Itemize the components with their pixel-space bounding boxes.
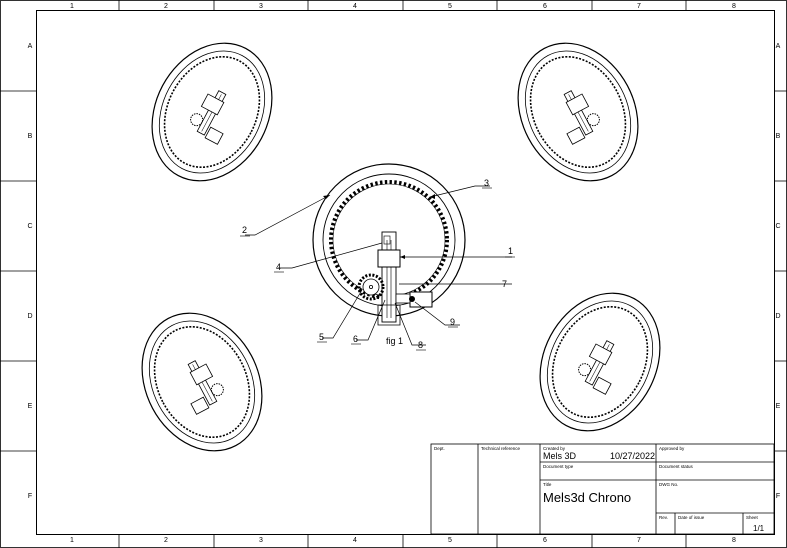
technical-reference-label: Technical reference [481, 446, 521, 451]
title-block [430, 443, 775, 535]
column-label-bottom-8: 8 [732, 537, 736, 544]
column-label-top-1: 1 [70, 3, 74, 10]
row-label-left-e: E [28, 403, 33, 410]
row-label-left-d: D [27, 313, 32, 320]
column-ticks [118, 0, 687, 548]
rev-label: Rev. [659, 515, 668, 520]
iso-view-top-left [127, 21, 297, 203]
callout-4: 4 [276, 262, 281, 272]
inner-frame [36, 10, 775, 535]
row-label-left-b: B [28, 133, 33, 140]
approved-by-label: Approved by [659, 446, 685, 451]
iso-view-bottom-right [515, 271, 685, 453]
column-label-bottom-3: 3 [259, 537, 263, 544]
column-label-top-6: 6 [543, 3, 547, 10]
row-ticks [0, 90, 787, 452]
gear-teeth-ring [329, 180, 449, 300]
column-label-top-7: 7 [637, 3, 641, 10]
row-label-right-a: A [776, 43, 781, 50]
column-label-bottom-7: 7 [637, 537, 641, 544]
callout-3: 3 [484, 178, 489, 188]
leader-lines [245, 185, 512, 346]
column-label-bottom-4: 4 [353, 537, 357, 544]
column-label-top-5: 5 [448, 3, 452, 10]
created-date-value: 10/27/2022 [610, 451, 655, 461]
callout-underlines [240, 187, 515, 351]
leader-arrows [323, 194, 435, 259]
row-label-left-a: A [28, 43, 33, 50]
column-label-top-3: 3 [259, 3, 263, 10]
document-type-label: Document type [543, 464, 574, 469]
dwg-no-label: DWG No. [659, 482, 678, 487]
created-by-value: Mels 3D [543, 451, 577, 461]
row-label-right-d: D [775, 313, 780, 320]
column-label-top-4: 4 [353, 3, 357, 10]
vertical-rail [381, 231, 397, 323]
carriage-block [377, 249, 401, 268]
callout-2: 2 [242, 225, 247, 235]
callout-6: 6 [353, 334, 358, 344]
title-label: Title [543, 482, 552, 487]
callout-1: 1 [508, 246, 513, 256]
date-of-issue-label: Date of issue [678, 515, 705, 520]
figure-caption: fig 1 [386, 336, 403, 346]
drawing-title: Mels3d Chrono [543, 490, 631, 505]
iso-view-top-right [493, 21, 663, 203]
dept-label: Dept. [434, 446, 445, 451]
sheet-label: Sheet [746, 515, 759, 520]
row-label-right-c: C [775, 223, 780, 230]
document-status-label: Document status [659, 464, 694, 469]
iso-view-bottom-left [117, 291, 287, 473]
callout-7: 7 [502, 279, 507, 289]
row-label-left-c: C [27, 223, 32, 230]
column-label-bottom-2: 2 [164, 537, 168, 544]
column-label-top-8: 8 [732, 3, 736, 10]
row-label-right-e: E [776, 403, 781, 410]
callout-8: 8 [418, 340, 423, 350]
row-label-right-f: F [776, 493, 780, 500]
row-label-left-f: F [28, 493, 32, 500]
main-view-fig-1 [312, 163, 466, 326]
callout-9: 9 [450, 317, 455, 327]
row-label-right-b: B [776, 133, 781, 140]
column-label-top-2: 2 [164, 3, 168, 10]
callout-5: 5 [319, 332, 324, 342]
pinion-gear [357, 273, 385, 301]
sheet-value: 1/1 [753, 524, 765, 533]
created-by-label: Created by [543, 446, 566, 451]
column-label-bottom-1: 1 [70, 537, 74, 544]
column-label-bottom-6: 6 [543, 537, 547, 544]
column-label-bottom-5: 5 [448, 537, 452, 544]
